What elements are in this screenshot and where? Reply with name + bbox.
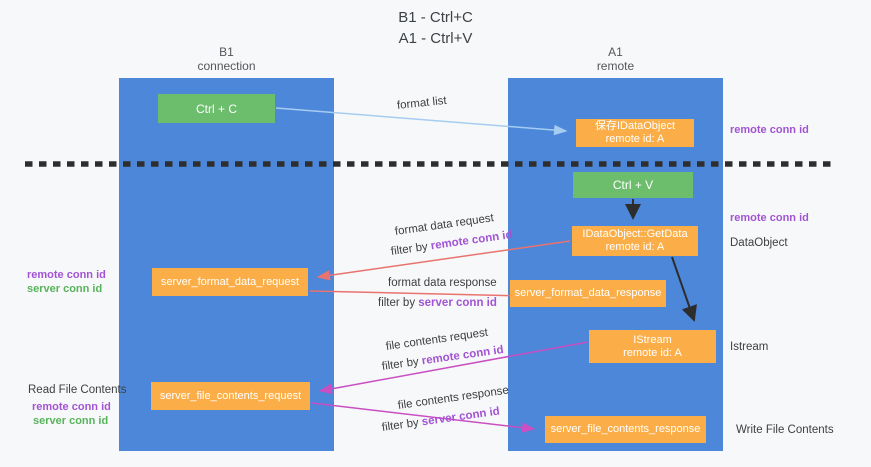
format-data-response-label: format data response xyxy=(388,277,497,289)
ctrl-v-label: Ctrl + V xyxy=(612,178,654,192)
getdata-box: IDataObject::GetData remote id: A xyxy=(572,226,698,256)
filter-by-text: filter by xyxy=(381,355,423,373)
ctrl-c-box: Ctrl + C xyxy=(158,94,275,123)
lifeline-a1-name: A1 xyxy=(608,45,623,59)
remote-conn-id-label-mid-right: remote conn id xyxy=(730,212,809,224)
istream-line1: IStream xyxy=(633,333,672,346)
lifeline-b1-role: connection xyxy=(197,59,256,73)
remote-conn-id-label-top-right: remote conn id xyxy=(730,124,809,136)
format-data-response-arrow xyxy=(309,290,526,301)
ctrl-c-label: Ctrl + C xyxy=(195,101,237,116)
remote-conn-id-text: remote conn id xyxy=(430,228,514,253)
read-file-contents-label: Read File Contents xyxy=(28,384,127,396)
diagram-title: B1 - Ctrl+C A1 - Ctrl+V xyxy=(0,7,871,49)
server-file-contents-request-label: server_file_contents_request xyxy=(159,389,302,402)
lifeline-b1-name: B1 xyxy=(219,45,234,59)
filter-by-text: filter by xyxy=(390,240,432,258)
server-conn-id-text: server conn id xyxy=(418,297,497,309)
server-conn-id-label-mid-left: server conn id xyxy=(27,283,103,295)
title-line-1: B1 - Ctrl+C xyxy=(398,9,473,26)
istream-line2: remote id: A xyxy=(623,346,682,359)
save-dataobject-box: 保存IDataObject remote id: A xyxy=(576,119,694,147)
server-file-contents-request-box: server_file_contents_request xyxy=(151,382,310,410)
server-conn-id-label-bottom-left: server conn id xyxy=(33,415,109,427)
title-line-2: A1 - Ctrl+V xyxy=(398,30,473,47)
lifeline-a1-role: remote xyxy=(596,59,635,73)
write-file-contents-label: Write File Contents xyxy=(736,424,834,436)
getdata-line1: IDataObject::GetData xyxy=(582,228,688,240)
format-data-response-filter-label: filter by server conn id xyxy=(378,297,497,309)
remote-conn-id-label-bottom-left: remote conn id xyxy=(32,401,111,413)
save-dataobject-line2: remote id: A xyxy=(605,133,665,145)
istream-side-label: Istream xyxy=(730,341,769,353)
lifeline-header-b1: B1 connection xyxy=(119,45,334,73)
filter-by-text: filter by xyxy=(378,297,419,309)
server-format-data-response-box: server_format_data_response xyxy=(510,280,666,307)
lifeline-header-a1: A1 remote xyxy=(508,45,723,73)
istream-box: IStream remote id: A xyxy=(589,330,716,363)
getdata-line2: remote id: A xyxy=(605,241,665,253)
server-conn-id-text: server conn id xyxy=(421,405,501,429)
server-format-data-request-box: server_format_data_request xyxy=(152,268,308,296)
format-list-label: format list xyxy=(396,94,448,112)
remote-conn-id-text: remote conn id xyxy=(421,343,505,368)
filter-by-text: filter by xyxy=(381,416,423,434)
server-file-contents-response-box: server_file_contents_response xyxy=(545,416,706,443)
dataobject-label: DataObject xyxy=(730,237,788,249)
server-file-contents-response-label: server_file_contents_response xyxy=(550,423,701,435)
server-format-data-response-label: server_format_data_response xyxy=(514,287,662,299)
server-format-data-request-label: server_format_data_request xyxy=(160,275,300,288)
remote-conn-id-label-mid-left: remote conn id xyxy=(27,269,106,281)
save-dataobject-line1: 保存IDataObject xyxy=(594,120,676,132)
ctrl-v-box: Ctrl + V xyxy=(573,172,693,198)
